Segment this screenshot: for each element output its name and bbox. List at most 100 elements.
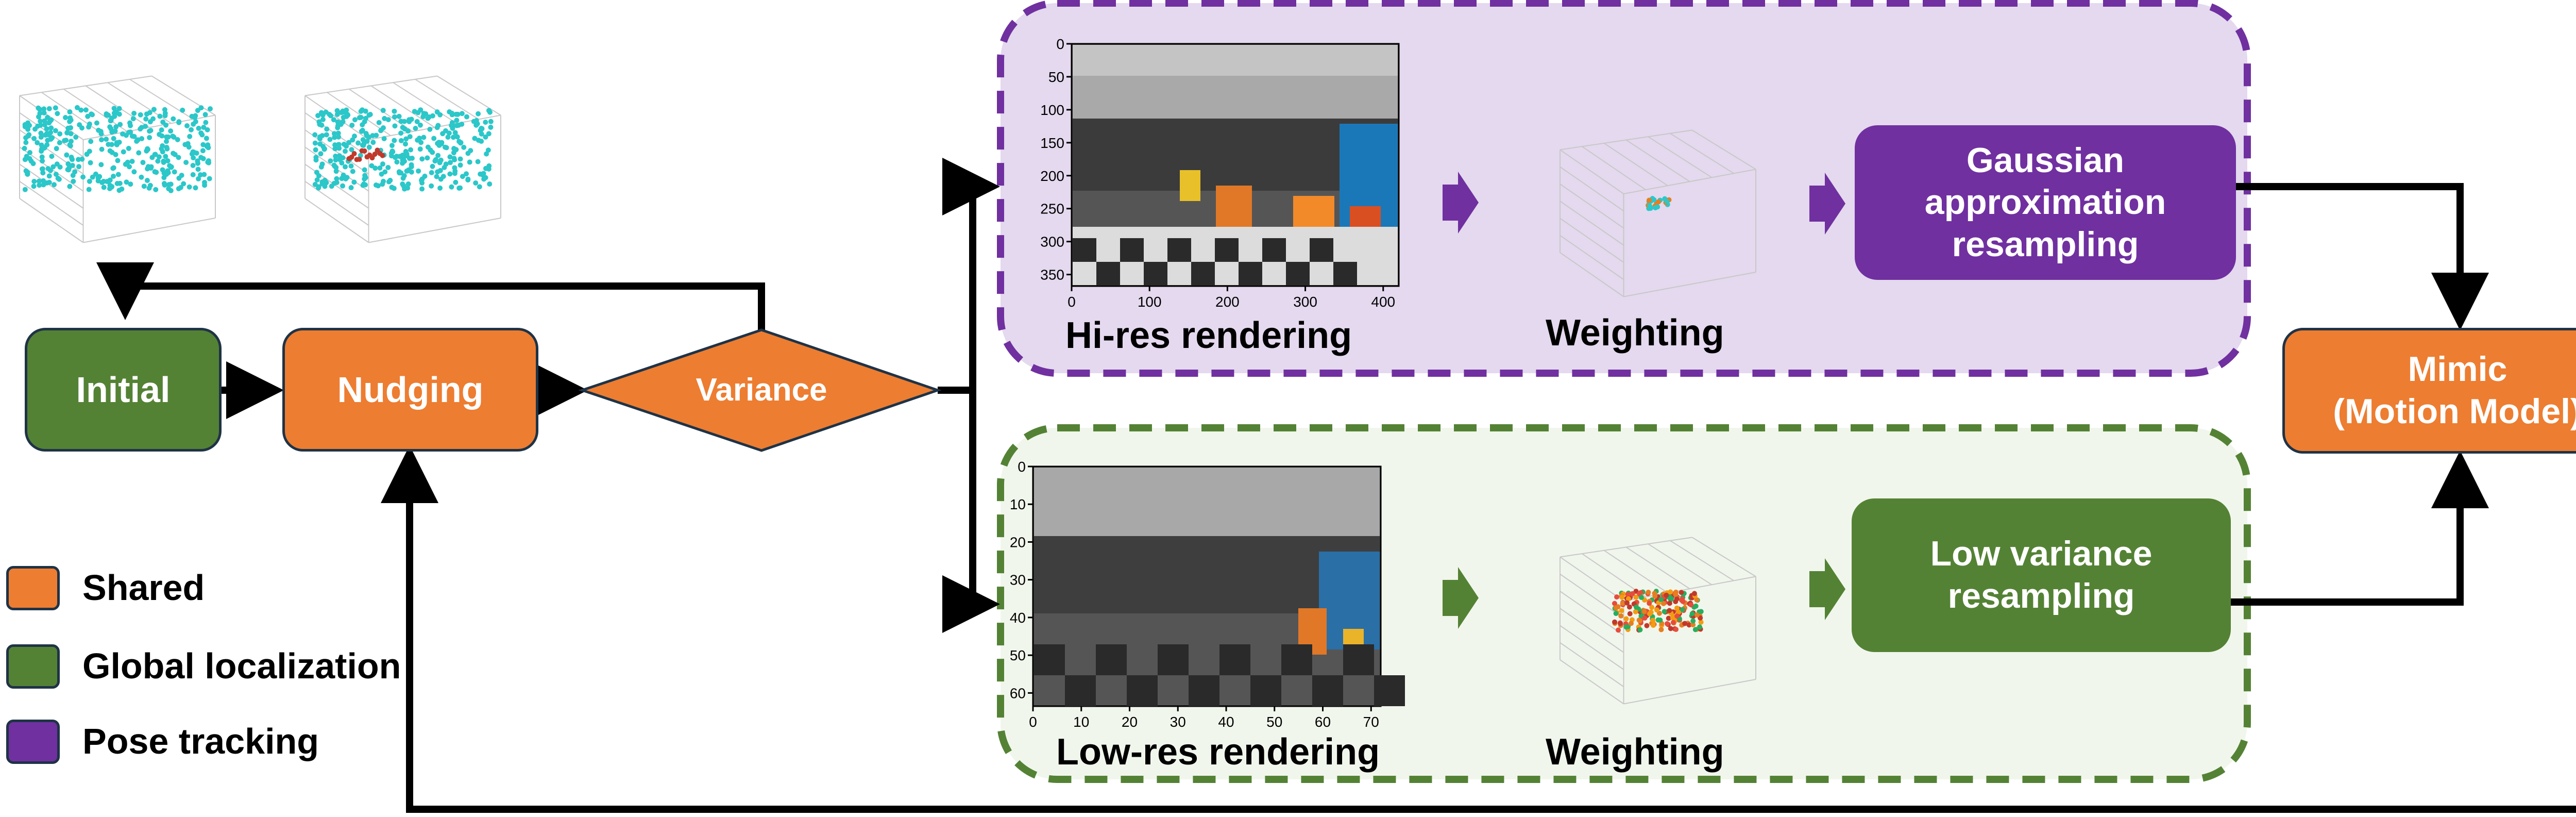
legend-swatch-shared xyxy=(6,566,60,610)
particle-point xyxy=(116,139,122,145)
particle-point xyxy=(389,185,395,190)
particle-point xyxy=(332,146,338,152)
particle-point xyxy=(1673,599,1679,605)
particle-point xyxy=(162,107,167,112)
particle-point xyxy=(380,161,385,167)
particle-point xyxy=(335,123,341,128)
particle-point xyxy=(1674,613,1680,619)
particle-point xyxy=(1658,627,1664,632)
scatter-plot-weighting-top xyxy=(1560,129,1756,297)
particle-point xyxy=(1616,627,1621,633)
particle-point xyxy=(154,170,159,175)
particle-point xyxy=(351,151,357,157)
particle-point xyxy=(123,161,128,167)
particle-point xyxy=(1637,591,1642,596)
legend-label-pose: Pose tracking xyxy=(82,721,319,761)
particle-point xyxy=(160,167,165,173)
legend-label-global: Global localization xyxy=(82,646,401,686)
particle-point xyxy=(404,168,410,174)
particle-point xyxy=(111,106,117,111)
grid-line xyxy=(1560,591,1624,636)
particle-point xyxy=(1650,623,1656,628)
particle-point xyxy=(382,115,387,121)
particle-point xyxy=(69,155,74,160)
nudging-label: Nudging xyxy=(337,370,484,410)
floor-tile xyxy=(1239,262,1262,286)
x-tick-label: 200 xyxy=(1215,294,1240,310)
arrow-mimic-to-nudging xyxy=(381,445,2576,813)
particle-point xyxy=(333,157,338,163)
particle-point xyxy=(195,166,201,172)
particle-point xyxy=(90,112,95,118)
particle-point xyxy=(63,115,69,121)
particle-point xyxy=(327,137,333,142)
particle-point xyxy=(198,130,204,136)
particle-point xyxy=(200,148,206,154)
particle-point xyxy=(1625,596,1631,602)
particle-point xyxy=(362,148,367,154)
particle-point xyxy=(473,180,479,186)
grid-line xyxy=(415,78,479,120)
particle-point xyxy=(344,143,349,149)
y-tick-label: 300 xyxy=(1040,234,1064,250)
block-arrow-4 xyxy=(1809,558,1845,620)
grid-line xyxy=(1560,573,1624,619)
particle-point xyxy=(343,164,348,170)
particle-point xyxy=(1680,607,1685,612)
floor-tile xyxy=(1073,238,1096,262)
particle-point xyxy=(1686,622,1692,628)
y-tick-label: 30 xyxy=(1010,572,1026,588)
particle-point xyxy=(1673,592,1679,597)
lowres-image xyxy=(1032,465,1382,707)
particle-point xyxy=(107,177,113,183)
particle-point xyxy=(454,118,460,123)
particle-point xyxy=(459,121,465,127)
particle-point xyxy=(419,177,425,183)
particle-point xyxy=(332,163,337,169)
x-tick-label: 60 xyxy=(1315,714,1331,730)
particle-point xyxy=(73,135,79,140)
particle-point xyxy=(388,153,394,159)
particle-point xyxy=(392,108,397,114)
particle-point xyxy=(139,136,145,141)
particle-point xyxy=(453,147,459,153)
grid-line xyxy=(1560,252,1624,297)
particle-point xyxy=(400,152,405,158)
particle-point xyxy=(380,125,386,130)
particle-point xyxy=(101,178,107,184)
particle-point xyxy=(101,185,107,190)
particle-point xyxy=(172,169,177,175)
particle-point xyxy=(484,151,489,157)
particle-point xyxy=(52,182,57,188)
particle-point xyxy=(168,128,174,134)
particle-point xyxy=(360,182,366,188)
particle-point xyxy=(86,187,92,192)
particle-point xyxy=(41,182,46,188)
particle-point xyxy=(151,107,157,112)
particle-point xyxy=(1637,627,1643,632)
grid-line xyxy=(1670,540,1734,581)
particle-point xyxy=(407,134,413,140)
particle-point xyxy=(90,174,95,180)
particle-point xyxy=(1668,626,1673,631)
particle-point xyxy=(39,154,45,160)
grid-line xyxy=(370,85,435,128)
particle-point xyxy=(1692,627,1698,632)
particle-point xyxy=(145,146,150,152)
grid-line xyxy=(393,82,457,124)
particle-point xyxy=(369,155,375,161)
grid-line xyxy=(1560,625,1624,670)
particle-point xyxy=(46,120,52,126)
arrow-variance-to-lowres xyxy=(942,390,1000,633)
floor-tile xyxy=(1310,238,1333,262)
particle-point xyxy=(41,145,47,151)
particle-point xyxy=(483,165,488,171)
grid-line xyxy=(304,95,369,140)
particle-point xyxy=(181,181,187,187)
y-tick-label: 40 xyxy=(1010,610,1026,626)
particle-point xyxy=(157,131,162,137)
particle-point xyxy=(445,135,451,140)
x-tick-label: 50 xyxy=(1266,714,1282,730)
y-tick-label: 20 xyxy=(1010,534,1026,550)
grid-line xyxy=(1560,642,1624,688)
